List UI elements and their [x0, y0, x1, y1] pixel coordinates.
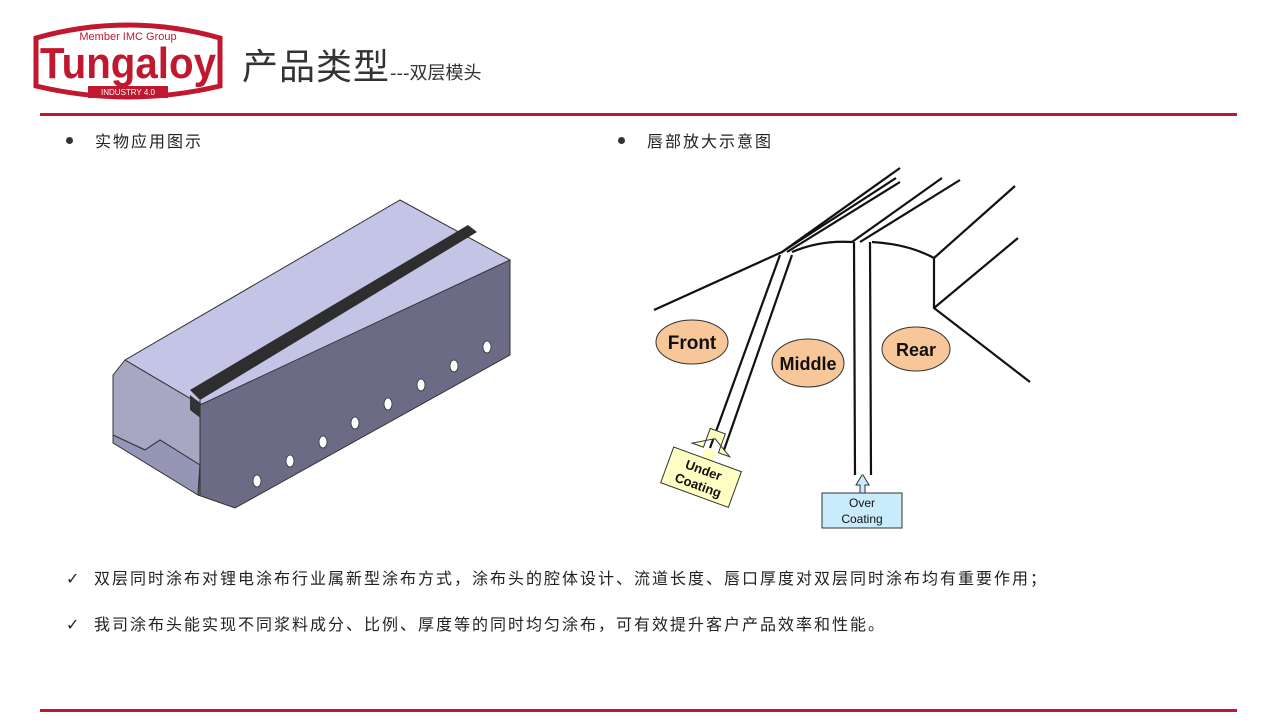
header-divider: [40, 113, 1237, 116]
svg-text:Middle: Middle: [780, 354, 837, 374]
die-head-illustration: [112, 199, 512, 509]
check-icon: ✓: [66, 569, 82, 588]
svg-text:Coating: Coating: [841, 512, 882, 526]
svg-text:INDUSTRY 4.0: INDUSTRY 4.0: [101, 88, 155, 97]
over-coating-arrow: Over Coating: [821, 474, 903, 529]
title-main: 产品类型: [242, 47, 391, 88]
front-label: Front: [655, 319, 729, 365]
under-coating-arrow: Under Coating: [660, 427, 742, 508]
point-2: ✓我司涂布头能实现不同浆料成分、比例、厚度等的同时均匀涂布，可有效提升客户产品效…: [66, 615, 887, 634]
title-sub: ---双层模头: [390, 63, 482, 84]
page-title: 产品类型---双层模头: [242, 38, 482, 90]
svg-text:Member IMC Group: Member IMC Group: [79, 31, 176, 43]
rear-label: Rear: [881, 326, 951, 372]
svg-text:Tungaloy: Tungaloy: [40, 39, 216, 88]
footer-divider: [40, 709, 1237, 712]
svg-text:Front: Front: [668, 333, 717, 354]
middle-label: Middle: [771, 338, 845, 388]
point-1: ✓双层同时涂布对锂电涂布行业属新型涂布方式，涂布头的腔体设计、流道长度、唇口厚度…: [66, 569, 1049, 588]
lip-schematic: Front Middle Rear Under Coating Over Coa…: [653, 167, 1031, 529]
tungaloy-logo: Member IMC Group Tungaloy INDUSTRY 4.0: [33, 22, 223, 100]
bullet-dot-icon: [618, 137, 625, 144]
svg-text:Over: Over: [849, 496, 875, 510]
left-section-heading: 实物应用图示: [66, 128, 203, 152]
right-section-heading: 唇部放大示意图: [618, 128, 773, 152]
check-icon: ✓: [66, 615, 82, 634]
bullet-dot-icon: [66, 137, 73, 144]
svg-text:Rear: Rear: [896, 340, 936, 360]
